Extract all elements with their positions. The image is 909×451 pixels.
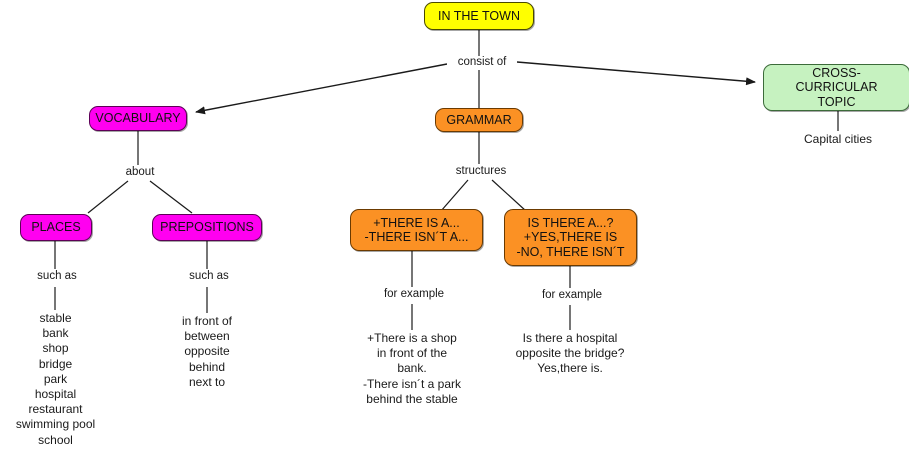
edge-structures-question — [491, 179, 527, 212]
node-vocabulary[interactable]: VOCABULARY — [89, 106, 187, 131]
node-there-is-question[interactable]: IS THERE A...? +YES,THERE IS -NO, THERE … — [504, 209, 637, 266]
edge-structures-statement — [440, 179, 469, 212]
leaf-places-list: stable bank shop bridge park hospital re… — [15, 311, 96, 447]
node-grammar[interactable]: GRAMMAR — [435, 108, 523, 132]
edge-about-places — [87, 180, 129, 214]
leaf-example-statement: +There is a shop in front of the bank. -… — [362, 331, 462, 406]
link-label-for-example-statement: for example — [372, 288, 456, 301]
link-label-such-as-prepositions: such as — [175, 270, 243, 283]
edge-consistof-crosscurricular — [516, 61, 756, 86]
link-label-for-example-question: for example — [530, 289, 614, 302]
link-label-structures: structures — [447, 165, 515, 178]
edge-consistof-vocabulary — [195, 63, 448, 115]
leaf-example-question: Is there a hospital opposite the bridge?… — [515, 331, 625, 376]
node-there-is-statement[interactable]: +THERE IS A... -THERE ISN´T A... — [350, 209, 483, 251]
node-in-the-town[interactable]: IN THE TOWN — [424, 2, 534, 30]
link-label-such-as-places: such as — [23, 270, 91, 283]
link-label-about: about — [113, 166, 167, 179]
edge-about-prepositions — [149, 180, 193, 214]
node-places[interactable]: PLACES — [20, 214, 92, 241]
node-prepositions[interactable]: PREPOSITIONS — [152, 214, 262, 241]
link-label-consist-of: consist of — [447, 56, 517, 69]
node-cross-curricular-topic[interactable]: CROSS-CURRICULAR TOPIC — [763, 64, 909, 111]
leaf-capital-cities: Capital cities — [803, 132, 873, 146]
leaf-prepositions-list: in front of between opposite behind next… — [181, 314, 233, 389]
